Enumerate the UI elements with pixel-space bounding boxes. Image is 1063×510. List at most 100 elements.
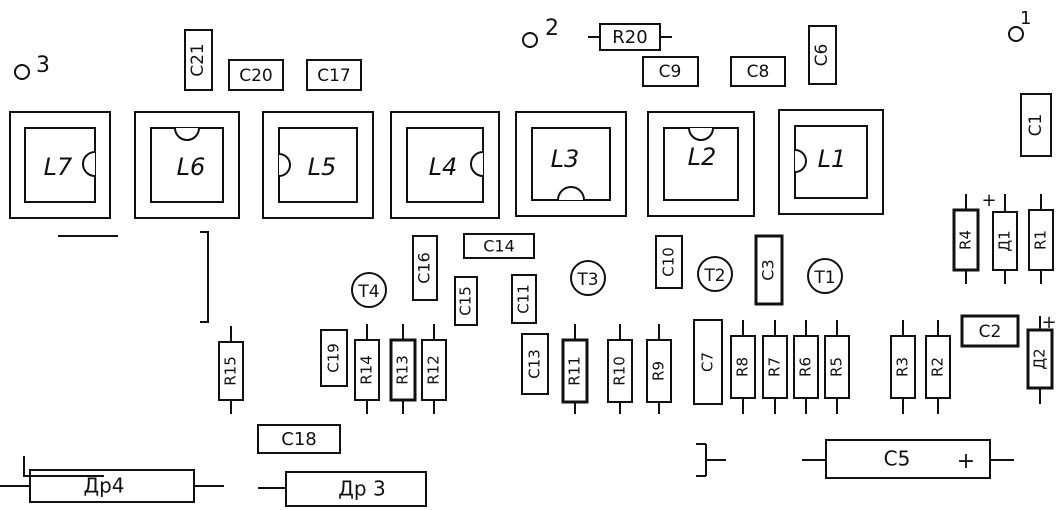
capacitor-c21: C21 [184, 29, 213, 91]
resistor-r1: R1 [1028, 194, 1054, 284]
capacitor-c19: C19 [320, 329, 348, 387]
svg-text:L3: L3 [551, 145, 580, 173]
resistor-r5: R5 [824, 320, 850, 414]
svg-text:C5: C5 [884, 447, 911, 471]
resistor-r6: R6 [793, 320, 819, 414]
svg-text:L7: L7 [44, 153, 73, 181]
svg-text:C19: C19 [325, 343, 343, 373]
svg-text:C9: C9 [659, 62, 682, 82]
inductor-l2: L2 [647, 111, 755, 217]
capacitor-c1: C1 [1020, 93, 1052, 157]
svg-text:C16: C16 [415, 252, 434, 284]
capacitor-c7: C7 [693, 319, 723, 405]
capacitor-c20: C20 [228, 59, 284, 91]
svg-text:L4: L4 [429, 153, 458, 181]
svg-text:1: 1 [1020, 8, 1031, 29]
svg-text:C13: C13 [526, 349, 544, 379]
svg-text:2: 2 [545, 16, 559, 41]
inductor-l4: L4 [390, 111, 500, 219]
svg-text:C10: C10 [660, 247, 678, 277]
occluded-region [0, 230, 209, 477]
transistor-t1: T1 [807, 258, 843, 294]
choke-dr3: Др 3 [258, 471, 427, 507]
polarity-mark-d1: + [981, 190, 996, 211]
capacitor-c2: C2 [960, 314, 1020, 348]
svg-text:T1: T1 [813, 268, 835, 288]
svg-text:C15: C15 [457, 286, 475, 316]
svg-text:C3: C3 [759, 259, 778, 280]
svg-text:C2: C2 [979, 322, 1002, 342]
capacitor-c16: C16 [412, 235, 438, 301]
transistor-t3: T3 [570, 260, 606, 296]
svg-text:R20: R20 [612, 27, 647, 48]
svg-text:R2: R2 [929, 357, 947, 377]
resistor-r10: R10 [607, 324, 633, 414]
resistor-r7: R7 [762, 320, 788, 414]
svg-text:Д1: Д1 [996, 230, 1014, 251]
capacitor-c9: C9 [642, 56, 699, 87]
capacitor-c6: C6 [808, 25, 837, 85]
svg-text:L2: L2 [688, 143, 717, 171]
capacitor-c10: C10 [655, 235, 683, 289]
capacitor-c18: C18 [257, 424, 341, 454]
svg-text:C20: C20 [239, 66, 273, 86]
svg-text:C1: C1 [1026, 114, 1046, 137]
svg-text:R7: R7 [766, 357, 784, 377]
svg-text:T2: T2 [703, 266, 725, 286]
capacitor-c5: C5 + [802, 439, 1014, 479]
svg-text:R15: R15 [222, 356, 240, 386]
svg-text:R8: R8 [734, 357, 752, 377]
resistor-r3: R3 [890, 320, 916, 414]
svg-text:R4: R4 [957, 230, 975, 250]
inductor-l6: L6 [134, 111, 240, 219]
svg-text:C14: C14 [483, 237, 515, 256]
inductor-l7: L7 [9, 111, 111, 219]
resistor-r8: R8 [730, 320, 756, 414]
svg-text:C8: C8 [747, 62, 770, 82]
svg-text:R6: R6 [797, 357, 815, 377]
inductor-l1: L1 [778, 109, 884, 215]
svg-text:Др4: Др4 [83, 474, 124, 498]
choke-dr4: Др4 [0, 469, 224, 503]
capacitor-c17: C17 [306, 59, 362, 91]
resistor-r2: R2 [925, 320, 951, 414]
svg-text:L6: L6 [177, 153, 206, 181]
svg-text:C7: C7 [699, 352, 717, 372]
resistor-r11: R11 [561, 324, 589, 414]
resistor-r4: R4 [952, 194, 980, 284]
capacitor-c13: C13 [521, 333, 549, 395]
svg-text:R13: R13 [394, 355, 412, 385]
svg-text:C6: C6 [812, 44, 832, 67]
svg-text:Д2: Д2 [1031, 348, 1049, 369]
capacitor-c15: C15 [454, 276, 478, 326]
svg-text:L1: L1 [818, 145, 847, 173]
svg-text:T3: T3 [576, 270, 598, 290]
connector-outline [696, 443, 726, 477]
inductor-l3: L3 [515, 111, 627, 217]
polarity-mark-c5: + [957, 449, 975, 474]
transistor-t2: T2 [697, 256, 733, 292]
resistor-r15: R15 [218, 326, 244, 414]
svg-text:C18: C18 [281, 429, 316, 450]
svg-text:Др 3: Др 3 [338, 477, 385, 501]
resistor-r13: R13 [389, 324, 417, 414]
polarity-mark-d2: + [1041, 312, 1056, 333]
transistor-t4: T4 [351, 272, 387, 308]
capacitor-c11: C11 [511, 274, 537, 324]
resistor-r14: R14 [354, 324, 380, 414]
svg-text:R10: R10 [611, 356, 629, 386]
diode-d2: Д2 + [1026, 312, 1057, 404]
svg-text:C21: C21 [188, 43, 208, 77]
mounting-hole-3: 3 [14, 53, 50, 80]
svg-text:T4: T4 [357, 282, 379, 302]
svg-text:R11: R11 [566, 356, 584, 386]
svg-text:R3: R3 [894, 357, 912, 377]
resistor-r12: R12 [421, 324, 447, 414]
svg-text:C17: C17 [317, 66, 351, 86]
mounting-hole-2: 2 [522, 16, 559, 48]
resistor-r9: R9 [646, 324, 672, 414]
capacitor-c3: C3 [754, 234, 784, 306]
svg-text:L5: L5 [308, 153, 337, 181]
svg-text:R5: R5 [828, 357, 846, 377]
